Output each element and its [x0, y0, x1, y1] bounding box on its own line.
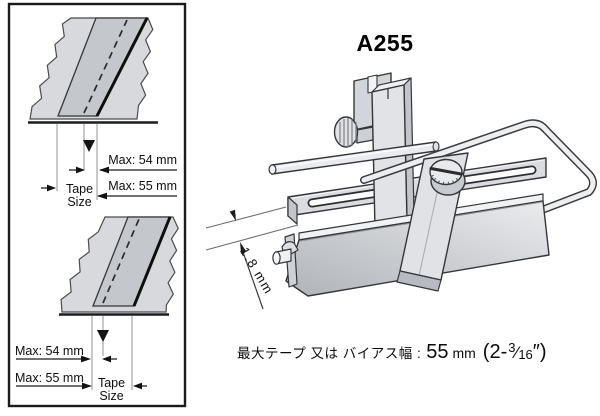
part-number-title: A255 [356, 30, 414, 56]
dimension-lines-top [41, 169, 177, 197]
thumb-screw-stud [356, 126, 374, 144]
extension-lines-top [56, 124, 98, 200]
dial-screw-slot [429, 167, 463, 176]
caption-jp-text: 最大テープ 又は バイアス幅 : [237, 346, 422, 361]
gap-guide-lines [205, 206, 299, 251]
caption-frac-den: 16 [518, 347, 533, 362]
dial-screw-ticks [430, 174, 459, 185]
bar-slot-right [455, 167, 535, 184]
gap-arrow-upper [229, 209, 236, 221]
caption-inch-close: ″) [532, 341, 547, 363]
caption-value: 55 [426, 341, 449, 363]
guide-rod-right-cap [432, 141, 440, 152]
tape-fold-dashed-bottom [102, 218, 140, 304]
max54-label-top: Max: 54 mm [108, 153, 177, 167]
caption: 最大テープ 又は バイアス幅 : 55 mm (2- 3 ⁄ 16 ″) [237, 340, 547, 364]
thumb-screw-head [333, 116, 359, 148]
caption-frac-slash: ⁄ [515, 343, 519, 362]
slotted-bar-highlight [289, 159, 545, 199]
guide-pin-cap [272, 251, 281, 265]
gap-dimension-annotation [205, 206, 299, 310]
tape-diagram-bottom [16, 216, 179, 390]
dimension-arrowheads-top [47, 166, 109, 200]
caption-frac-num: 3 [508, 340, 516, 355]
dimension-lines-bottom [16, 358, 147, 387]
tape-diagram-panel [7, 2, 187, 408]
wire-guide [361, 120, 596, 213]
panel-border [7, 2, 187, 408]
bar-left-fold [287, 196, 298, 225]
caption-inch-open: (2- [482, 341, 508, 363]
guide-rod-highlight [275, 143, 434, 169]
tape-size-label-bottom: Tape Size [97, 376, 126, 403]
tape-size-label-top: Tape Size [65, 182, 94, 209]
max55-label-top: Max: 55 mm [108, 179, 177, 193]
tape-edge-thick-top [95, 17, 149, 117]
caption-unit: mm [452, 345, 476, 361]
tape-edge-thick-bottom [132, 216, 172, 307]
fold-marker-triangle-bottom [97, 330, 109, 342]
fold-marker-triangle-top [83, 140, 95, 152]
tape-fold-dashed-top [83, 19, 128, 114]
dimension-arrowheads-bottom [81, 355, 142, 390]
max54-label-bottom: Max: 54 mm [15, 344, 84, 358]
guide-rod-left-cap [268, 164, 277, 175]
gap-arrow-lower [240, 242, 247, 254]
tape-diagram-top [28, 17, 177, 200]
thumb-screw-knurling [339, 118, 357, 147]
clamp-strap-tab [396, 270, 442, 292]
gap-leader-line [242, 251, 264, 310]
max55-label-bottom: Max: 55 mm [15, 371, 84, 385]
machine-illustration [205, 72, 597, 310]
